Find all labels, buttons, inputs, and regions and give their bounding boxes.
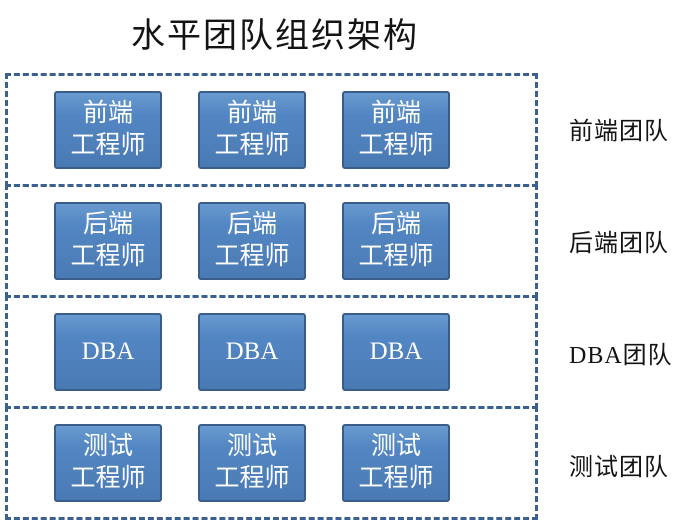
member-box-dba: DBA bbox=[342, 313, 450, 391]
member-box-qa-engineer: 测试 工程师 bbox=[54, 424, 162, 502]
team-band-backend: 后端 工程师 后端 工程师 后端 工程师 bbox=[5, 184, 538, 298]
member-box-backend-engineer: 后端 工程师 bbox=[198, 202, 306, 280]
team-bands-container: 前端 工程师 前端 工程师 前端 工程师 后端 工程师 后端 工程师 后端 工程… bbox=[5, 73, 538, 520]
team-label-frontend: 前端团队 bbox=[569, 119, 669, 146]
team-label-backend: 后端团队 bbox=[569, 231, 669, 258]
diagram-title: 水平团队组织架构 bbox=[131, 18, 419, 55]
team-band-frontend: 前端 工程师 前端 工程师 前端 工程师 bbox=[5, 73, 538, 187]
team-band-dba: DBA DBA DBA bbox=[5, 295, 538, 409]
member-box-qa-engineer: 测试 工程师 bbox=[342, 424, 450, 502]
team-labels-column: 前端团队 后端团队 DBA团队 测试团队 bbox=[563, 73, 683, 520]
team-band-qa: 测试 工程师 测试 工程师 测试 工程师 bbox=[5, 406, 538, 520]
member-box-frontend-engineer: 前端 工程师 bbox=[54, 91, 162, 169]
member-box-frontend-engineer: 前端 工程师 bbox=[198, 91, 306, 169]
member-box-backend-engineer: 后端 工程师 bbox=[54, 202, 162, 280]
member-box-dba: DBA bbox=[54, 313, 162, 391]
team-label-dba: DBA团队 bbox=[569, 342, 673, 369]
team-label-qa: 测试团队 bbox=[569, 454, 669, 481]
member-box-dba: DBA bbox=[198, 313, 306, 391]
member-box-frontend-engineer: 前端 工程师 bbox=[342, 91, 450, 169]
member-box-qa-engineer: 测试 工程师 bbox=[198, 424, 306, 502]
member-box-backend-engineer: 后端 工程师 bbox=[342, 202, 450, 280]
